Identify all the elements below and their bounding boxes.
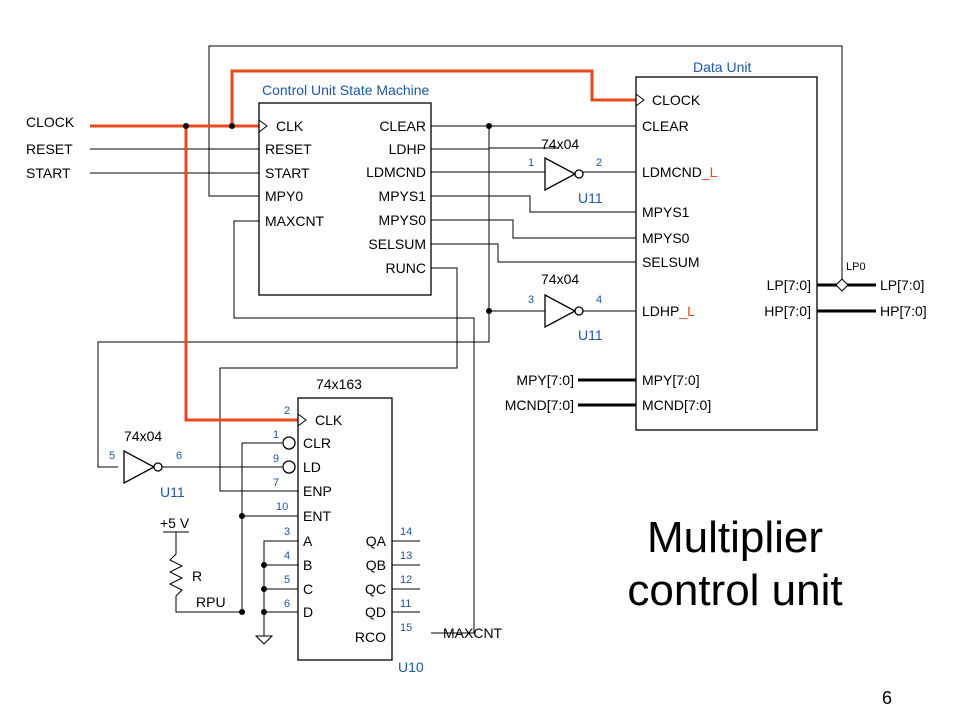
resistor-label: R <box>192 568 202 584</box>
du-pin-ldhp-l: LDHP_L <box>642 303 695 319</box>
start-input-label: START <box>26 165 71 181</box>
clock-input-label: CLOCK <box>26 114 75 130</box>
du-pin-mpys1: MPYS1 <box>642 204 690 220</box>
inverter-c-out-pin: 6 <box>176 450 182 462</box>
inverter-u11-b: 74x04 3 4 U11 <box>528 271 603 343</box>
counter-part: 74x163 <box>316 376 362 392</box>
counter-num-qa: 14 <box>400 526 412 538</box>
wires <box>90 45 876 645</box>
du-pin-mpy: MPY[7:0] <box>642 372 700 388</box>
inverter-a-ref: U11 <box>578 190 603 206</box>
inverter-c-part: 74x04 <box>124 428 162 444</box>
counter-pin-qa: QA <box>366 533 387 549</box>
counter-pin-a: A <box>303 533 313 549</box>
hp-output-label: HP[7:0] <box>880 303 927 319</box>
cu-pin-ldmcnd: LDMCND <box>366 164 426 180</box>
cu-pin-selsum: SELSUM <box>368 236 426 252</box>
maxcnt-output-label: MAXCNT <box>443 625 503 641</box>
cu-pin-clear: CLEAR <box>379 118 426 134</box>
du-pin-mcnd: MCND[7:0] <box>642 397 711 413</box>
cu-pin-ldhp: LDHP <box>389 141 426 157</box>
counter-num-enp: 7 <box>273 477 279 489</box>
counter-pin-qb: QB <box>366 557 386 573</box>
rpu-label: RPU <box>196 594 226 610</box>
counter-num-d: 6 <box>284 598 290 610</box>
cu-pin-clk: CLK <box>276 118 304 134</box>
counter-pin-c: C <box>303 581 313 597</box>
counter-pin-clr: CLR <box>303 435 331 451</box>
reset-input-label: RESET <box>26 141 73 157</box>
counter-pin-clk: CLK <box>315 412 343 428</box>
counter-num-qd: 11 <box>400 598 411 610</box>
mpy-bus-label: MPY[7:0] <box>516 372 574 388</box>
counter-num-qb: 13 <box>400 550 412 562</box>
du-pin-ldmcnd-l: LDMCND_L <box>642 164 718 180</box>
counter-pin-qc: QC <box>365 581 386 597</box>
counter-74x163: 74x163 U10 CLK CLR LD ENP ENT A B C D 2 … <box>273 376 424 675</box>
counter-num-clk: 2 <box>284 405 290 417</box>
lp-output-label: LP[7:0] <box>880 277 924 293</box>
counter-pin-enp: ENP <box>303 483 332 499</box>
counter-pin-ent: ENT <box>303 508 331 524</box>
control-unit-block: Control Unit State Machine CLK RESET STA… <box>258 82 432 296</box>
du-pin-lp: LP[7:0] <box>767 277 811 293</box>
cu-pin-mpys1: MPYS1 <box>379 188 427 204</box>
cu-pin-mpys0: MPYS0 <box>379 212 427 228</box>
data-unit-block: Data Unit CLOCK CLEAR LDMCND_L MPYS1 MPY… <box>635 59 818 431</box>
counter-ref: U10 <box>398 659 424 675</box>
counter-num-c: 5 <box>284 574 290 586</box>
du-pin-clock: CLOCK <box>652 92 701 108</box>
counter-num-clr: 1 <box>273 429 279 441</box>
cu-pin-runc: RUNC <box>386 260 426 276</box>
inverter-b-ref: U11 <box>578 327 603 343</box>
counter-num-ent: 10 <box>276 501 288 513</box>
inverter-b-in-pin: 3 <box>528 294 534 306</box>
inverter-c-in-pin: 5 <box>109 450 115 462</box>
du-pin-clear: CLEAR <box>642 118 689 134</box>
counter-num-ld: 9 <box>273 453 279 465</box>
cu-pin-reset: RESET <box>265 141 312 157</box>
slide-title-line-1: Multiplier <box>647 513 823 562</box>
inverter-b-part: 74x04 <box>541 271 579 287</box>
inverter-a-in-pin: 1 <box>528 157 534 169</box>
inverter-b-out-pin: 4 <box>596 294 602 306</box>
inverter-a-out-pin: 2 <box>596 157 602 169</box>
inverter-u11-a: 74x04 1 2 U11 <box>528 136 603 206</box>
counter-pin-b: B <box>303 557 312 573</box>
control-unit-title: Control Unit State Machine <box>262 82 430 98</box>
cu-pin-maxcnt: MAXCNT <box>265 213 325 229</box>
vcc-label: +5 V <box>160 515 190 531</box>
inverter-c-ref: U11 <box>160 484 185 500</box>
counter-num-b: 4 <box>284 550 290 562</box>
cu-pin-start: START <box>265 165 310 181</box>
page-number: 6 <box>882 688 892 708</box>
counter-num-rco: 15 <box>400 622 412 634</box>
data-unit-title: Data Unit <box>693 59 751 75</box>
mcnd-bus-label: MCND[7:0] <box>505 397 574 413</box>
lp0-label: LP0 <box>846 261 866 273</box>
slide-title-line-2: control unit <box>627 566 842 615</box>
du-pin-mpys0: MPYS0 <box>642 230 690 246</box>
counter-num-qc: 12 <box>400 574 412 586</box>
counter-num-a: 3 <box>284 526 290 538</box>
du-pin-selsum: SELSUM <box>642 254 700 270</box>
counter-pin-rco: RCO <box>355 629 386 645</box>
cu-pin-mpy0: MPY0 <box>265 188 303 204</box>
counter-pin-ld: LD <box>303 459 321 475</box>
counter-pin-qd: QD <box>365 604 386 620</box>
inverter-u11-c: 74x04 5 6 U11 <box>109 428 185 500</box>
du-pin-hp: HP[7:0] <box>764 303 811 319</box>
inverter-a-part: 74x04 <box>541 136 579 152</box>
counter-pin-d: D <box>303 604 313 620</box>
